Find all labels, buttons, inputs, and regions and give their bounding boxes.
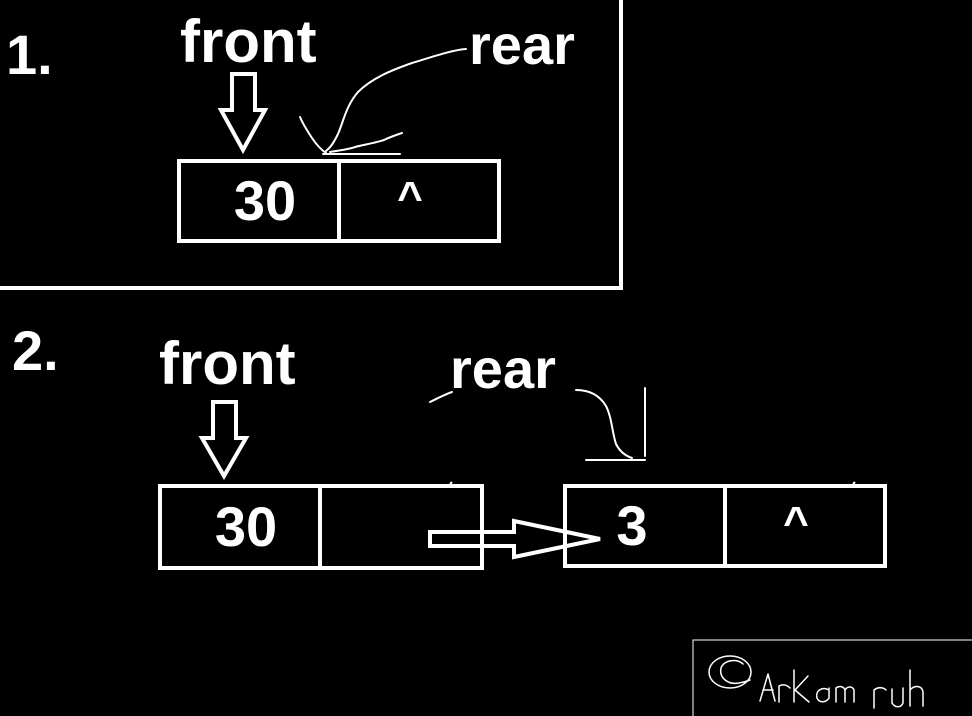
step-1-panel: 1. front rear 30 ^ xyxy=(0,0,623,290)
step-1-front-label: front xyxy=(180,8,317,75)
step-2-node-2-link-cell xyxy=(723,484,887,568)
step-2-number: 2. xyxy=(12,319,59,382)
step-2-rear-mark xyxy=(429,391,453,403)
step-2-link-arrow-icon xyxy=(428,518,601,560)
step-1-node-link: ^ xyxy=(397,173,423,222)
step-1-rear-pointer-icon xyxy=(299,48,467,155)
signature-box xyxy=(692,639,972,716)
step-1-front-arrow-icon xyxy=(217,72,269,155)
step-2-tick-mark xyxy=(449,481,453,485)
step-1-number: 1. xyxy=(6,23,53,86)
step-2-node-1-data: 30 xyxy=(215,495,277,558)
step-2-front-label: front xyxy=(159,330,296,397)
step-2-tick-mark xyxy=(852,481,856,485)
step-1-frame xyxy=(0,0,623,290)
step-2-rear-label: rear xyxy=(450,337,556,400)
step-2-front-arrow-icon xyxy=(198,400,250,480)
step-2-node-1-link-cell xyxy=(318,484,484,570)
step-1-node-link-cell xyxy=(337,159,501,243)
step-2-node-2-link: ^ xyxy=(783,498,809,547)
step-2-node-2-data: 3 xyxy=(616,494,647,557)
step-2-rear-pointer-icon xyxy=(575,387,646,461)
step-1-rear-label: rear xyxy=(469,13,575,76)
signature-handwriting xyxy=(708,655,924,709)
signature-frame xyxy=(692,639,972,716)
step-1-node-data: 30 xyxy=(234,169,296,232)
step-2-panel: 2. front rear 30 3 ^ xyxy=(12,319,887,570)
